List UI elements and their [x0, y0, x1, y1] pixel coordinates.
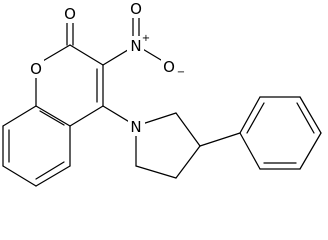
ring-oxygen-label: O: [30, 60, 42, 78]
atom-pyrrolidine-nitrogen: N: [128, 117, 145, 136]
bond-c8a-c4a-inner: [39, 110, 65, 126]
nitro-oxygen-top-label: O: [130, 0, 142, 18]
atom-nitro-nitrogen: N +: [127, 33, 150, 55]
atom-carbonyl-oxygen: O: [62, 3, 78, 23]
nitro-nitrogen-charge: +: [142, 33, 150, 44]
bond-c7-c6: [2, 165, 37, 187]
carbonyl-oxygen-label: O: [64, 5, 76, 23]
nitro-oxygen-right-label: O: [163, 58, 175, 76]
bond-ph3-ph4: [299, 96, 322, 134]
bond-ph1-ph2-inner: [246, 102, 265, 134]
bond-c4-c4a: [69, 105, 104, 127]
bond-cb-phenyl: [199, 132, 241, 147]
bond-c6-c5-inner: [35, 161, 65, 180]
bond-c6-c5: [35, 165, 71, 187]
bond-c8a-c8: [2, 105, 37, 127]
bond-cb-cc: [175, 145, 201, 179]
atom-nitro-oxygen-right: O −: [161, 57, 185, 78]
nitro-nitrogen-label: N: [130, 37, 141, 55]
bond-c2-c3: [69, 44, 104, 66]
bond-ph4-ph5: [299, 132, 322, 170]
bond-ph6-ph1: [239, 132, 261, 170]
atom-ring-oxygen: O: [27, 59, 44, 78]
bond-c4a-c8a: [35, 105, 71, 127]
bond-ph3-ph4-inner: [296, 102, 315, 134]
bond-ca-cb: [175, 112, 201, 147]
bond-ph1-ph2: [239, 96, 261, 134]
coumarin-core: [2, 21, 104, 187]
molecule-structure: O O N + O O − N: [2, 0, 322, 187]
nitro-oxygen-right-charge: −: [177, 67, 185, 78]
phenylpyrrolidine-group: [102, 96, 322, 179]
bond-cc-cd: [135, 165, 177, 179]
atom-nitro-oxygen-top: O: [127, 0, 144, 18]
pyrrolidine-nitrogen-label: N: [130, 118, 141, 136]
